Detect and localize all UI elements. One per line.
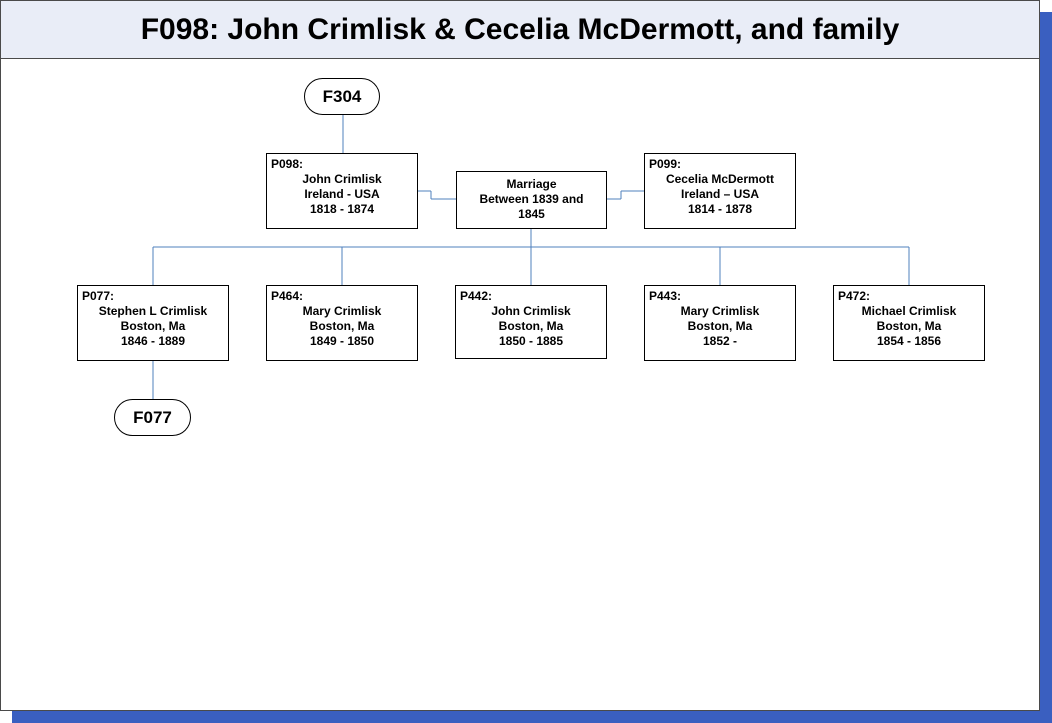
marriage-label: Marriage [506,177,557,191]
child-place: Boston, Ma [309,319,375,333]
marriage-box[interactable]: Marriage Between 1839 and 1845 [456,171,607,229]
child-dates: 1854 - 1856 [876,334,942,348]
marriage-date-line1: Between 1839 and [479,192,584,206]
chart-page: F098: John Crimlisk & Cecelia McDermott,… [0,0,1040,711]
child-family-label: F077 [133,407,172,427]
child-dates: 1846 - 1889 [120,334,186,348]
child-id: P443: [649,289,682,303]
child-place: Boston, Ma [498,319,564,333]
child-place: Boston, Ma [876,319,942,333]
wife-name: Cecelia McDermott [665,172,775,186]
child-box-p464[interactable]: P464: Mary Crimlisk Boston, Ma 1849 - 18… [266,285,418,361]
husband-id: P098: [271,157,304,171]
title-bar: F098: John Crimlisk & Cecelia McDermott,… [1,1,1039,59]
child-place: Boston, Ma [120,319,186,333]
marriage-date-line2: 1845 [518,207,545,221]
child-name: Mary Crimlisk [680,304,760,318]
parent-family-label: F304 [322,86,362,106]
child-dates: 1852 - [702,334,738,348]
child-box-p472[interactable]: P472: Michael Crimlisk Boston, Ma 1854 -… [833,285,985,361]
husband-box[interactable]: P098: John Crimlisk Ireland - USA 1818 -… [266,153,418,229]
child-id: P472: [838,289,871,303]
child-place: Boston, Ma [687,319,753,333]
parent-family-f304[interactable]: F304 [304,78,380,115]
child-box-p442[interactable]: P442: John Crimlisk Boston, Ma 1850 - 18… [455,285,607,359]
husband-place: Ireland - USA [304,187,380,201]
child-dates: 1850 - 1885 [498,334,564,348]
wife-place: Ireland – USA [680,187,760,201]
child-id: P442: [460,289,493,303]
child-id: P077: [82,289,115,303]
child-box-p443[interactable]: P443: Mary Crimlisk Boston, Ma 1852 - [644,285,796,361]
child-family-f077[interactable]: F077 [114,399,191,436]
husband-name: John Crimlisk [302,172,382,186]
connector-lines [152,115,910,401]
child-name: Stephen L Crimlisk [98,304,208,318]
husband-dates: 1818 - 1874 [309,202,375,216]
page-title: F098: John Crimlisk & Cecelia McDermott,… [140,12,900,46]
child-dates: 1849 - 1850 [309,334,375,348]
child-box-p077[interactable]: P077: Stephen L Crimlisk Boston, Ma 1846… [77,285,229,361]
child-id: P464: [271,289,304,303]
wife-box[interactable]: P099: Cecelia McDermott Ireland – USA 18… [644,153,796,229]
child-name: Mary Crimlisk [302,304,382,318]
child-name: John Crimlisk [491,304,571,318]
wife-dates: 1814 - 1878 [687,202,753,216]
wife-id: P099: [649,157,682,171]
child-name: Michael Crimlisk [861,304,957,318]
